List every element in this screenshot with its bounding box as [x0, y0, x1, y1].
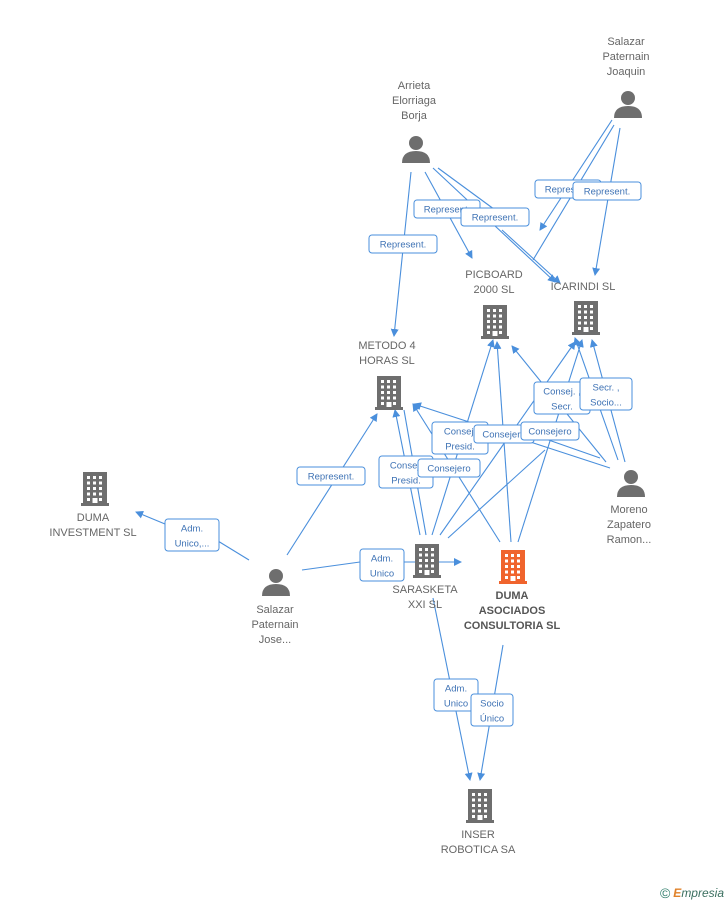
- relation-edge: [539, 119, 613, 231]
- node-label: Elorriaga: [392, 95, 437, 107]
- node-metodo4[interactable]: METODO 4 HORAS SL: [358, 340, 416, 410]
- copyright-icon: ©: [659, 885, 671, 901]
- node-label: Joaquin: [607, 66, 646, 78]
- relation-tag-label: Adm.: [371, 554, 393, 565]
- building-icon: [81, 472, 109, 506]
- relation-tag-label: Consejero: [482, 430, 525, 441]
- node-label: CONSULTORIA SL: [464, 620, 561, 632]
- node-label: INVESTMENT SL: [49, 527, 136, 539]
- node-label: Borja: [401, 110, 428, 122]
- node-icarindi[interactable]: ICARINDI SL: [551, 281, 616, 335]
- relation-tag[interactable]: Adm. Unico,...: [164, 518, 220, 552]
- node-label: SARASKETA: [392, 584, 458, 596]
- relation-edge: [447, 449, 546, 539]
- building-icon: [413, 544, 441, 578]
- relation-tag-label: Socio: [480, 699, 504, 710]
- relation-tag-label: Represent.: [584, 187, 630, 198]
- node-label: ASOCIADOS: [479, 605, 546, 617]
- relation-edge: [501, 229, 561, 284]
- relation-tag-label: Presid.: [391, 476, 421, 487]
- relation-tag-label: Unico: [370, 569, 394, 580]
- relation-tag-label: Consej.: [444, 427, 476, 438]
- relation-tag[interactable]: Represent.: [368, 234, 438, 254]
- relation-edge: [437, 167, 503, 216]
- node-label: Ramon...: [607, 534, 652, 546]
- brand-footer: © Empresia: [660, 885, 724, 901]
- relation-tag[interactable]: Represent.: [572, 181, 642, 201]
- node-salazar-jose[interactable]: SalazarPaternainJose...: [251, 569, 299, 646]
- relation-tag-label: Secr. ,: [593, 383, 620, 394]
- node-label: ROBOTICA SA: [441, 844, 516, 856]
- relation-tag-label: Presid.: [445, 442, 475, 453]
- person-icon: [614, 91, 642, 118]
- relation-tag-label: Represent.: [424, 205, 470, 216]
- node-label: XXI SL: [408, 599, 442, 611]
- building-icon: [572, 301, 600, 335]
- relation-tag-label: Represent.: [380, 240, 426, 251]
- relation-edge: [517, 339, 584, 543]
- building-icon: [481, 305, 509, 339]
- node-label: Paternain: [251, 619, 298, 631]
- relation-edge: [390, 171, 412, 337]
- building-icon: [375, 376, 403, 410]
- relation-tag-label: Adm.: [181, 524, 203, 535]
- node-duma-asociados[interactable]: DUMA ASOCIADOS CONSULTORIA SL: [464, 550, 561, 632]
- relation-tag-label: Adm.: [445, 684, 467, 695]
- node-label: Salazar: [607, 36, 645, 48]
- node-label: DUMA: [496, 590, 529, 602]
- node-label: DUMA: [77, 512, 110, 524]
- relation-tag-label: Represent.: [472, 213, 518, 224]
- relation-tag-label: Secr.: [551, 402, 573, 413]
- node-label: HORAS SL: [359, 355, 415, 367]
- relation-tag[interactable]: Represent.: [460, 207, 530, 227]
- relation-tag[interactable]: Represent.: [296, 466, 366, 486]
- relation-tag[interactable]: Adm. Unico: [359, 548, 405, 582]
- person-icon: [262, 569, 290, 596]
- relation-tag-label: Consejero: [427, 464, 470, 475]
- relation-edge: [301, 561, 361, 571]
- node-label: Paternain: [602, 51, 649, 63]
- relation-edge: [135, 510, 166, 525]
- relation-tag-label: Consejero: [528, 427, 571, 438]
- node-duma-investment[interactable]: DUMA INVESTMENT SL: [49, 472, 137, 539]
- node-inser[interactable]: INSER ROBOTICA SA: [441, 789, 516, 856]
- node-label: METODO 4: [358, 340, 415, 352]
- node-moreno[interactable]: MorenoZapateroRamon...: [607, 470, 652, 546]
- node-label: PICBOARD: [465, 269, 523, 281]
- building-icon: [499, 550, 527, 584]
- person-icon: [617, 470, 645, 497]
- brand-logo[interactable]: Empresia: [673, 886, 724, 900]
- node-label: Moreno: [610, 504, 647, 516]
- relation-edge: [592, 127, 621, 276]
- relation-tag-label: Consej. ,: [543, 387, 581, 398]
- nodes-layer: SalazarPaternainJoaquinArrietaElorriagaB…: [49, 36, 651, 856]
- relation-tag-label: Consej.: [390, 461, 422, 472]
- relation-tag[interactable]: Consejero: [417, 458, 481, 478]
- node-label: INSER: [461, 829, 495, 841]
- node-label: Jose...: [259, 634, 291, 646]
- person-icon: [402, 136, 430, 163]
- relation-tag-label: Único: [480, 714, 504, 725]
- node-picboard[interactable]: PICBOARD 2000 SL: [465, 269, 523, 339]
- node-label: Salazar: [256, 604, 294, 616]
- node-label: ICARINDI SL: [551, 281, 616, 293]
- edges-layer: [135, 119, 626, 781]
- relation-tag[interactable]: Secr. , Socio...: [579, 377, 633, 411]
- node-label: Arrieta: [398, 80, 431, 92]
- relation-tags-layer: Represent.Represent.Represent.Represent.…: [164, 179, 642, 727]
- relation-tag[interactable]: Consejero: [520, 421, 580, 441]
- building-icon: [466, 789, 494, 823]
- relation-tag-label: Unico: [444, 699, 468, 710]
- relation-tag-label: Unico,...: [175, 539, 210, 550]
- node-sarasketa[interactable]: SARASKETA XXI SL: [392, 544, 458, 611]
- relation-tag-label: Represent.: [308, 472, 354, 483]
- relation-tag-label: Represent.: [545, 185, 591, 196]
- node-label: Zapatero: [607, 519, 651, 531]
- relation-tag-label: Socio...: [590, 398, 622, 409]
- node-label: 2000 SL: [474, 284, 515, 296]
